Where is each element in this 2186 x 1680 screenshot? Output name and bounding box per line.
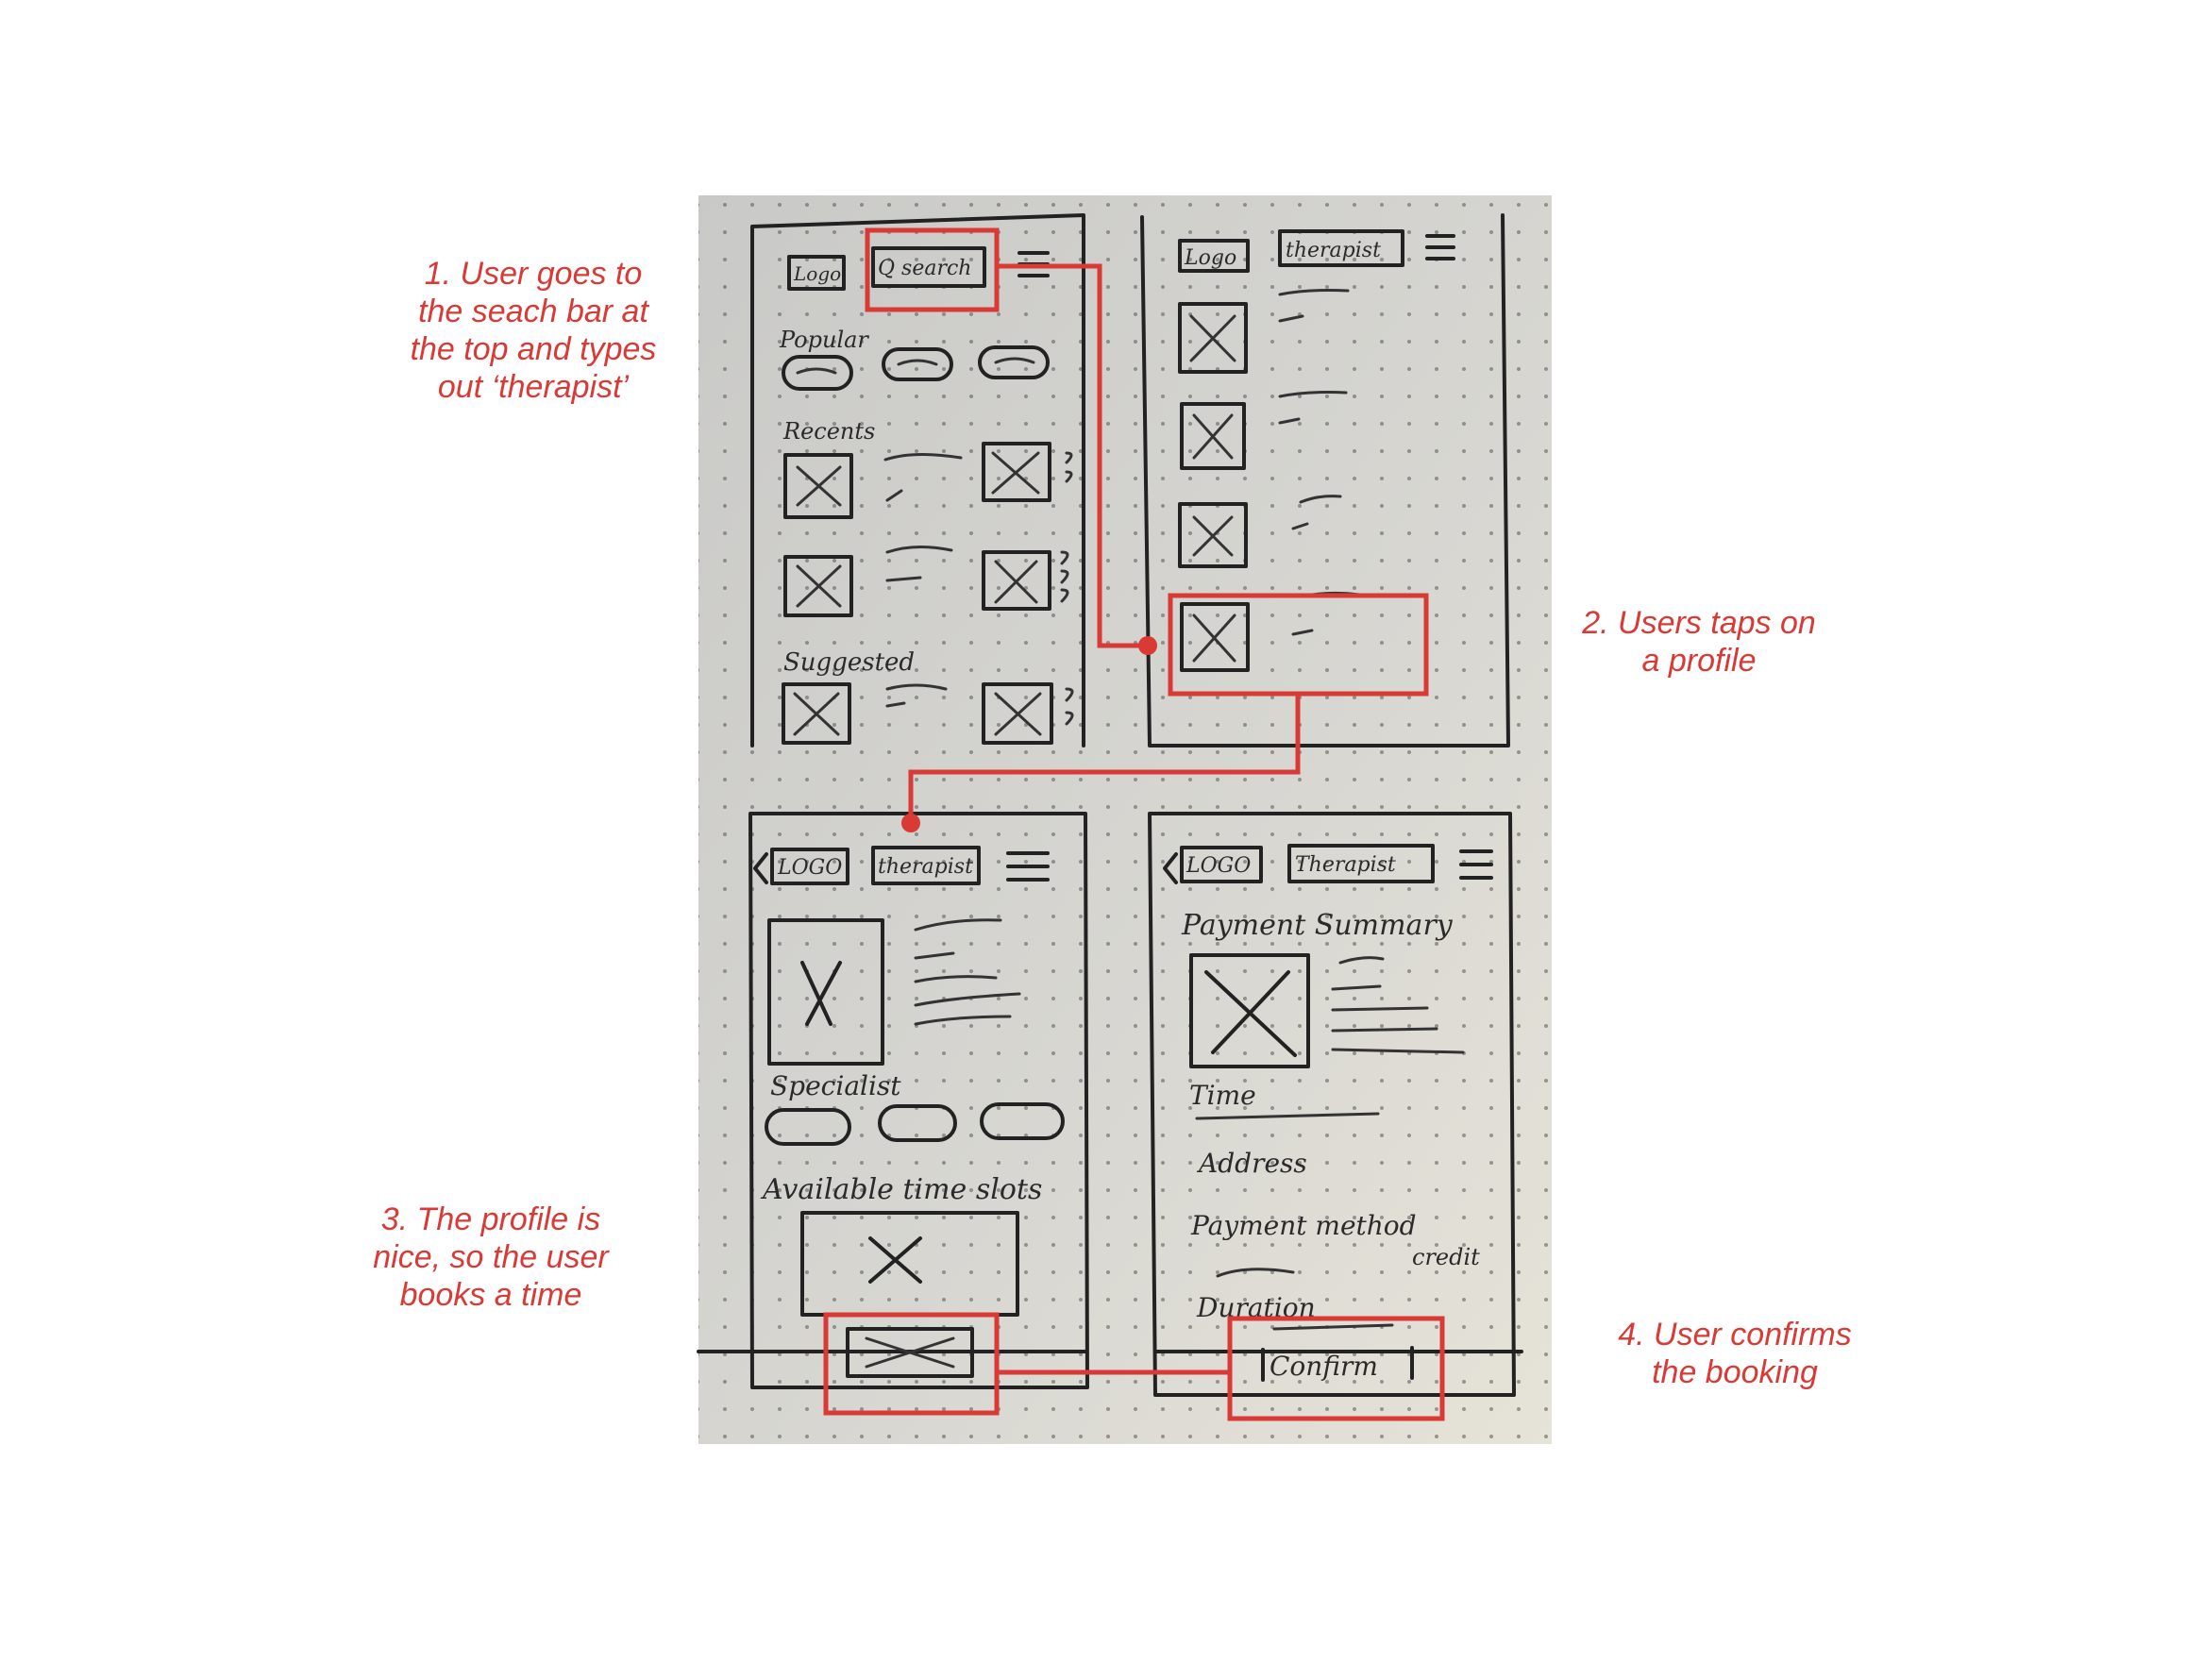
search-bar[interactable]	[871, 246, 986, 288]
screen-search-home: Logo Q search Popular Recents Suggested	[750, 213, 1085, 748]
profile-photo	[767, 918, 884, 1066]
book-button[interactable]	[846, 1327, 974, 1378]
result-thumb[interactable]	[1178, 302, 1248, 374]
connector-1	[997, 263, 1147, 648]
highlight-search	[865, 227, 1000, 312]
recent-thumb[interactable]	[982, 442, 1051, 502]
recents-label: Recents	[782, 418, 875, 445]
suggested-label: Suggested	[783, 648, 915, 677]
time-label: Time	[1189, 1080, 1256, 1111]
recent-thumb[interactable]	[982, 550, 1051, 611]
slots-label: Available time slots	[760, 1173, 1042, 1206]
summary-photo	[1189, 953, 1310, 1068]
result-thumb[interactable]	[1178, 502, 1248, 568]
credit-label: credit	[1412, 1244, 1480, 1270]
search-text: therapist	[878, 855, 973, 879]
popular-chip[interactable]	[978, 345, 1050, 379]
caption-step-2: 2. Users taps on a profile	[1582, 605, 1816, 679]
logo-box	[1180, 846, 1263, 883]
screen-search-results: Logo therapist	[1140, 213, 1510, 748]
highlight-confirm	[1227, 1316, 1445, 1421]
suggested-thumb[interactable]	[782, 682, 851, 745]
logo-box	[1178, 239, 1250, 273]
recent-thumb[interactable]	[783, 555, 853, 617]
result-thumb-selected[interactable]	[1180, 602, 1250, 672]
search-bar[interactable]	[1278, 229, 1404, 267]
recent-thumb[interactable]	[783, 453, 853, 519]
confirm-button[interactable]: Confirm	[1270, 1351, 1378, 1382]
logo-text: Logo	[793, 262, 841, 285]
menu-icon[interactable]	[1459, 849, 1493, 880]
logo-box	[787, 255, 846, 291]
caption-step-4: 4. User confirms the booking	[1618, 1317, 1852, 1390]
logo-text: LOGO	[1185, 854, 1251, 878]
search-bar[interactable]	[1287, 844, 1435, 883]
specialist-chip[interactable]	[980, 1102, 1065, 1140]
address-label: Address	[1196, 1148, 1307, 1179]
popular-label: Popular	[779, 327, 869, 353]
back-icon[interactable]	[1163, 852, 1178, 884]
caption-step-3: 3. The profile is nice, so the user book…	[373, 1201, 609, 1313]
caption-step-1: 1. User goes to the seach bar at the top…	[410, 256, 657, 405]
connector-dot	[901, 814, 920, 832]
popular-chip[interactable]	[882, 347, 953, 381]
search-text: Q search	[878, 257, 971, 280]
search-bar[interactable]	[871, 846, 981, 885]
connector-dot	[1138, 636, 1157, 655]
logo-text: Logo	[1184, 246, 1236, 270]
screen-profile: LOGO therapist Specialist Available time…	[697, 812, 1089, 1389]
logo-box	[770, 848, 849, 885]
menu-icon[interactable]	[1425, 234, 1455, 260]
specialist-label: Specialist	[770, 1070, 901, 1101]
suggested-thumb[interactable]	[982, 682, 1053, 745]
logo-text: LOGO	[777, 856, 842, 880]
payment-method-label: Payment method	[1190, 1210, 1417, 1241]
specialist-chip[interactable]	[765, 1108, 851, 1146]
search-text: Therapist	[1295, 853, 1396, 877]
result-thumb[interactable]	[1180, 402, 1246, 470]
menu-icon[interactable]	[1006, 851, 1050, 882]
connector-2	[908, 694, 1301, 823]
popular-chip[interactable]	[782, 355, 853, 391]
highlight-book	[823, 1312, 1000, 1416]
back-icon[interactable]	[753, 852, 768, 884]
summary-title: Payment Summary	[1181, 909, 1454, 942]
search-text: therapist	[1286, 239, 1381, 262]
flow-annotations	[823, 227, 1445, 1421]
specialist-chip[interactable]	[878, 1104, 957, 1142]
